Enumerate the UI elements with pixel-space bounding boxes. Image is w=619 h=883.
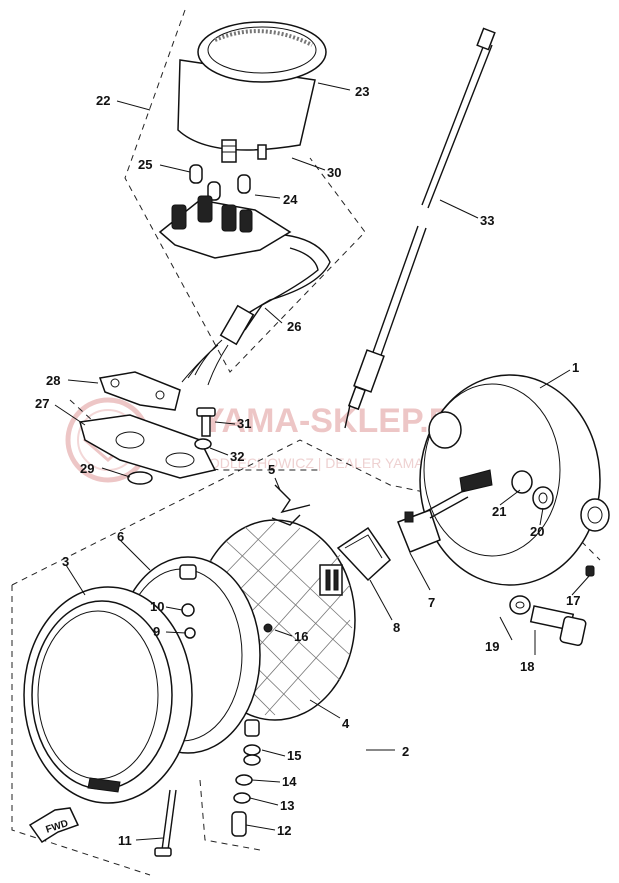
callout-24: 24 <box>283 192 298 207</box>
callout-1: 1 <box>572 360 579 375</box>
part-socket-harness <box>158 195 331 386</box>
part-cable-33 <box>344 27 496 429</box>
part-collar-12 <box>231 811 247 837</box>
callout-25: 25 <box>138 157 152 172</box>
part-spring-5 <box>271 484 311 526</box>
callout-10: 10 <box>150 599 164 614</box>
callout-31: 31 <box>237 416 251 431</box>
part-grommet-21 <box>511 470 533 494</box>
watermark-brand: YAMA-SKLEP.PL <box>202 402 472 440</box>
callout-20: 20 <box>530 524 544 539</box>
callout-14: 14 <box>282 774 297 789</box>
callout-3: 3 <box>62 554 69 569</box>
part-headlight-case <box>419 374 610 586</box>
callout-13: 13 <box>280 798 294 813</box>
callout-30: 30 <box>327 165 341 180</box>
part-washer-14 <box>235 774 253 786</box>
callout-19: 19 <box>485 639 499 654</box>
part-socket-8 <box>336 526 391 582</box>
callout-23: 23 <box>355 84 369 99</box>
callout-7: 7 <box>428 595 435 610</box>
part-grommet-20 <box>532 486 554 510</box>
callout-32: 32 <box>230 449 244 464</box>
callout-5: 5 <box>268 462 275 477</box>
part-nut-9 <box>184 627 196 639</box>
callout-17: 17 <box>566 593 580 608</box>
callout-2: 2 <box>402 744 409 759</box>
callout-4: 4 <box>342 716 350 731</box>
part-washer-19 <box>509 595 531 615</box>
part-outer-rim-3 <box>23 586 193 804</box>
callout-16: 16 <box>294 629 308 644</box>
part-washers-15 <box>243 744 261 766</box>
part-screw-11 <box>154 789 177 857</box>
part-washer-32 <box>194 438 212 450</box>
part-bracket-28 <box>98 371 181 411</box>
callout-18: 18 <box>520 659 534 674</box>
callout-22: 22 <box>96 93 110 108</box>
fwd-arrow: FWD <box>28 807 80 844</box>
part-speedometer <box>177 21 327 163</box>
callout-21: 21 <box>492 504 506 519</box>
watermark-sub: IODLECHOWICZ | DEALER YAMAHA <box>205 455 444 471</box>
callout-8: 8 <box>393 620 400 635</box>
part-screw-10 <box>181 603 195 617</box>
callout-29: 29 <box>80 461 94 476</box>
callout-27: 27 <box>35 396 49 411</box>
part-plate-27 <box>79 414 217 479</box>
callout-12: 12 <box>277 823 291 838</box>
part-screw-31 <box>196 407 216 437</box>
part-bulbs <box>189 164 251 201</box>
part-washer-13 <box>233 792 251 804</box>
callout-26: 26 <box>287 319 301 334</box>
callout-15: 15 <box>287 748 301 763</box>
leader-lines <box>54 82 591 841</box>
callout-9: 9 <box>153 624 160 639</box>
part-grommet-29 <box>127 471 153 485</box>
watermark: YAMA-SKLEP.PL IODLECHOWICZ | DEALER YAMA… <box>65 397 472 483</box>
group-outlines <box>11 9 601 876</box>
part-connector-7 <box>397 489 469 553</box>
callout-labels: 1 2 3 4 5 6 7 8 9 10 11 12 13 14 15 16 1… <box>35 84 580 848</box>
callout-28: 28 <box>46 373 60 388</box>
callout-11: 11 <box>118 833 132 848</box>
part-screw-17 <box>585 565 595 577</box>
callout-33: 33 <box>480 213 494 228</box>
part-bolt-18 <box>529 605 587 647</box>
callout-6: 6 <box>117 529 124 544</box>
